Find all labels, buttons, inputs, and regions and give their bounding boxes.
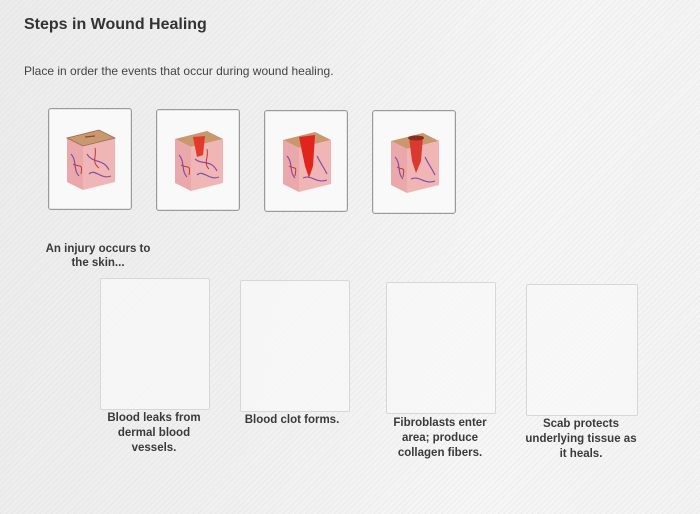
first-step-line-2: the skin...: [71, 257, 125, 269]
step-caption-2: Blood clot forms.: [244, 414, 340, 426]
draggable-tile-2[interactable]: [156, 109, 240, 211]
skin-bleeding-icon: [175, 131, 223, 191]
instructions-text: Place in order the events that occur dur…: [24, 64, 334, 78]
skin-injury-icon: [65, 129, 117, 190]
page-title: Steps in Wound Healing: [24, 16, 207, 33]
draggable-tile-4[interactable]: [372, 110, 456, 214]
skin-clot-icon: [283, 132, 331, 192]
step-caption-1: Blood leaks from dermal blood vessels.: [107, 412, 201, 454]
first-step-line-1: An injury occurs to: [45, 243, 151, 255]
step-caption-3: Fibroblasts enter area; produce collagen…: [393, 417, 487, 459]
draggable-tile-3[interactable]: [264, 110, 348, 212]
skin-scab-icon: [391, 133, 439, 193]
drop-zone-3[interactable]: [386, 282, 496, 414]
draggable-tile-1[interactable]: [48, 108, 132, 210]
step-caption-4: Scab protects underlying tissue as it he…: [525, 418, 637, 460]
drop-zone-4[interactable]: [526, 284, 638, 416]
drop-zone-2[interactable]: [240, 280, 350, 412]
drop-zone-1[interactable]: [100, 278, 210, 410]
first-step-label: An injury occurs to the skin...: [38, 242, 158, 270]
